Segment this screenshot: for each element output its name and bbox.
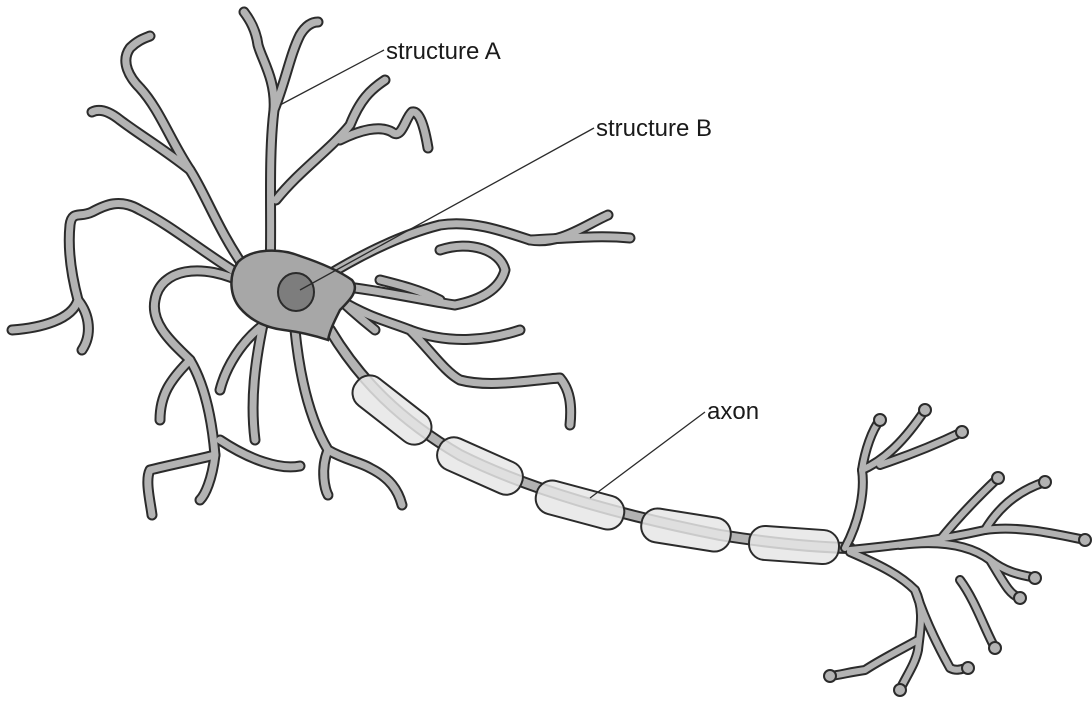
- nucleus: [278, 273, 314, 311]
- leader-line-structure-b: [300, 128, 594, 290]
- myelin-segment: [639, 506, 733, 554]
- myelin-segment: [748, 525, 840, 565]
- myelin-segment: [432, 432, 528, 500]
- leader-line-axon: [590, 412, 705, 498]
- myelin-sheath: [346, 369, 840, 565]
- myelin-segment: [532, 477, 628, 533]
- label-axon: axon: [707, 400, 759, 424]
- myelin-segment: [346, 369, 438, 451]
- label-structure-b: structure B: [596, 117, 712, 141]
- label-structure-a: structure A: [386, 40, 501, 64]
